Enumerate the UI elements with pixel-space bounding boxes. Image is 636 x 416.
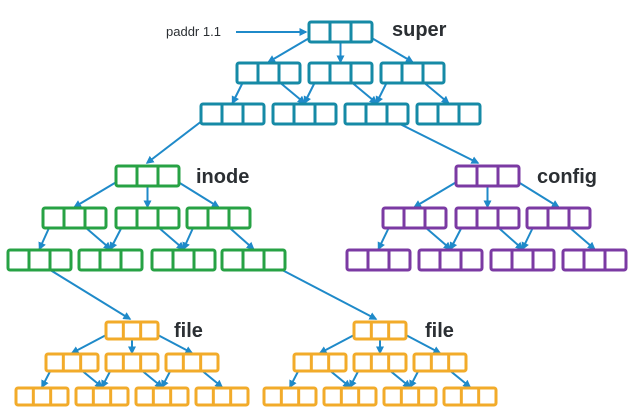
super-level3-node-2	[271, 102, 338, 126]
file-right-level2-node-1	[292, 352, 348, 373]
config-level2-node-2	[454, 206, 521, 230]
config-label: config	[537, 166, 597, 188]
inode-level2-node-3	[185, 206, 252, 230]
super-level3-node-1	[199, 102, 266, 126]
config-level3-node-3	[489, 248, 556, 272]
file-left-level3-node-2	[74, 386, 130, 407]
file-left-level3-node-4	[194, 386, 250, 407]
super-level3-node-4	[415, 102, 482, 126]
file-left-level3-node-3	[134, 386, 190, 407]
config-level2-node-1	[381, 206, 448, 230]
file-left-level2-node-1	[44, 352, 100, 373]
file-right-root-node	[352, 320, 408, 341]
file-left-root-node	[104, 320, 160, 341]
file-right-level2-node-2	[352, 352, 408, 373]
config-root-node	[454, 164, 521, 188]
file-left-level2-node-2	[104, 352, 160, 373]
file-left-label: file	[174, 320, 203, 342]
inode-label: inode	[196, 166, 249, 188]
super-level3-node-3	[343, 102, 410, 126]
inode-level3-node-1	[6, 248, 73, 272]
inode-level3-node-4	[220, 248, 287, 272]
file-right-level3-node-3	[382, 386, 438, 407]
inode-level3-node-3	[150, 248, 217, 272]
file-left-level2-node-3	[164, 352, 220, 373]
nodes	[6, 20, 628, 407]
config-level3-node-2	[417, 248, 484, 272]
file-right-level3-node-2	[322, 386, 378, 407]
super-level2-node-1	[235, 61, 302, 85]
super-level2-node-3	[379, 61, 446, 85]
file-right-level3-node-4	[442, 386, 498, 407]
file-right-level3-node-1	[262, 386, 318, 407]
file-left-level3-node-1	[14, 386, 70, 407]
paddr-label: paddr 1.1	[166, 24, 221, 39]
config-level2-node-3	[525, 206, 592, 230]
config-level3-node-1	[345, 248, 412, 272]
inode-level2-node-1	[41, 206, 108, 230]
super-label: super	[392, 19, 447, 41]
super-root-node	[307, 20, 374, 44]
file-right-level2-node-3	[412, 352, 468, 373]
inode-level2-node-2	[114, 206, 181, 230]
file-right-label: file	[425, 320, 454, 342]
super-level2-node-2	[307, 61, 374, 85]
inode-level3-node-2	[77, 248, 144, 272]
inode-root-node	[114, 164, 181, 188]
config-level3-node-4	[561, 248, 628, 272]
